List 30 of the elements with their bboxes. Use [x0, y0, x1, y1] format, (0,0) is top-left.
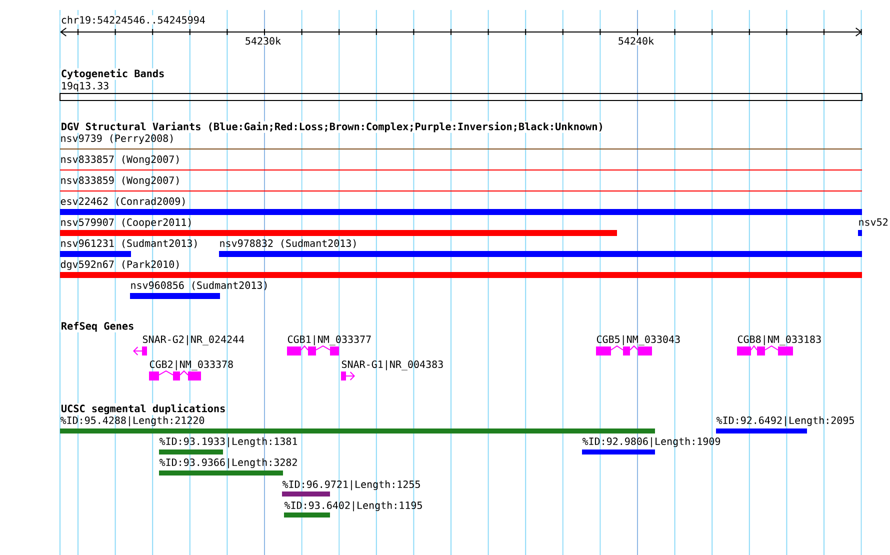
track-title: RefSeq Genes	[60, 321, 135, 332]
feature-label: SNAR-G1|NR_004383	[342, 360, 443, 370]
track-label: 19q13.33	[60, 81, 110, 92]
feature-label: nsv833857 (Wong2007)	[61, 155, 179, 165]
feature-label: SNAR-G2|NR_024244	[142, 335, 244, 346]
track-title: UCSC segmental duplications	[60, 403, 226, 415]
feature-label: %ID:96.9721|Length:1255	[282, 480, 420, 490]
feature-label: CGB2|NM_033378	[150, 360, 233, 370]
feature-label: nsv833859 (Wong2007)	[61, 176, 179, 186]
feature-label: %ID:92.6492|Length:2095	[716, 416, 854, 426]
feature-label: CGB8|NM_033183	[738, 335, 821, 346]
feature-label: nsv961231 (Sudmant2013)	[61, 239, 197, 248]
feature-label: CGB5|NM_033043	[596, 335, 680, 346]
feature-label: nsv9739 (Perry2008)	[61, 134, 173, 144]
tick-label: 54240k	[617, 36, 655, 46]
tick-label: 54230k	[244, 36, 282, 46]
feature-label: nsv978832 (Sudmant2013)	[220, 239, 356, 248]
feature-label: %ID:92.9806|Length:1909	[582, 437, 720, 448]
feature-label: nsv960856 (Sudmant2013)	[131, 281, 267, 290]
feature-label: dgv592n67 (Park2010)	[60, 260, 179, 270]
feature-label: esv22462 (Conrad2009)	[60, 197, 185, 206]
feature-label: %ID:93.1933|Length:1381	[159, 437, 298, 448]
feature-label: CGB1|NM_033377	[288, 335, 371, 346]
feature-label: %ID:93.6402|Length:1195	[284, 501, 422, 512]
feature-label: %ID:95.4288|Length:21220	[60, 416, 204, 426]
track-label: chr19:54224546..54245994	[60, 15, 206, 24]
feature-label: nsv579907 (Cooper2011)	[61, 218, 191, 228]
track-title: DGV Structural Variants (Blue:Gain;Red:Loss;Brown:Complex;Purple:Inversion;Black:Unknown)	[60, 121, 605, 133]
feature-label: %ID:93.9366|Length:3282	[159, 458, 297, 468]
feature-label: nsv52	[859, 218, 888, 226]
